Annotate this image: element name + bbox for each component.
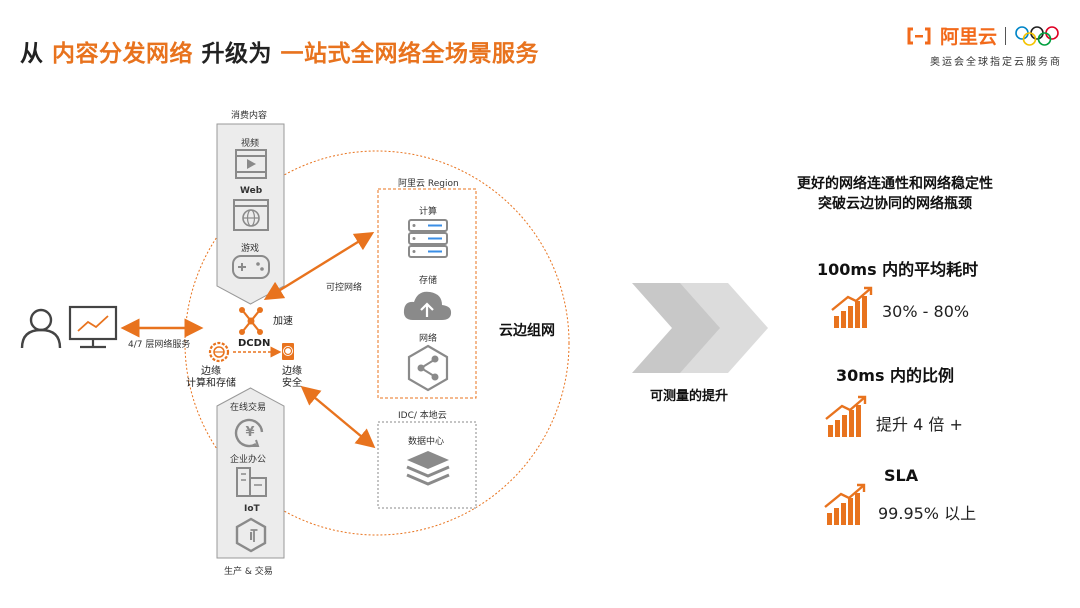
- title-highlight-2: 一站式全网络全场景服务: [280, 41, 540, 67]
- cloud-edge-label: 云边组网: [499, 323, 555, 339]
- web-label: Web: [240, 186, 263, 196]
- page-title: 从 内容分发网络 升级为 一站式全网络全场景服务: [20, 34, 539, 68]
- region-title: 阿里云 Region: [398, 179, 459, 189]
- iot-icon: I: [235, 517, 267, 553]
- aliyun-logo-icon: [907, 27, 931, 44]
- accelerate-label: 加速: [273, 316, 293, 327]
- idc-title: IDC/ 本地云: [398, 411, 447, 421]
- game-label: 游戏: [241, 244, 260, 254]
- metric-value: 30% - 80%: [882, 302, 970, 321]
- brand-divider: [1005, 26, 1006, 45]
- title-prefix: 从: [20, 41, 53, 67]
- growth-chart-icon: [831, 286, 873, 328]
- cloud-storage-icon: [403, 291, 452, 320]
- consumption-header: 消费内容: [231, 111, 268, 121]
- online-trade-label: 在线交易: [230, 403, 267, 413]
- measurable-label: 可测量的提升: [650, 389, 729, 404]
- metric-value: 99.95% 以上: [878, 504, 977, 523]
- dcdn-label: DCDN: [238, 338, 271, 349]
- idc-link-arrow: [300, 385, 376, 449]
- video-icon: [235, 149, 267, 179]
- coverage-circle: [184, 150, 570, 536]
- metric-value: 提升 4 倍 +: [876, 415, 963, 434]
- svg-text:I: I: [249, 530, 253, 543]
- web-icon: [233, 199, 269, 231]
- office-label: 企业办公: [230, 455, 267, 465]
- yen-cycle-icon: ¥: [234, 418, 264, 448]
- dcdn-hub-icon: [239, 307, 263, 335]
- controllable-network-label: 可控网络: [326, 283, 363, 293]
- edge-compute-label: 边缘 计算和存储: [186, 366, 236, 389]
- metric-label: 30ms 内的比例: [836, 366, 955, 385]
- production-footer: 生产 & 交易: [224, 567, 273, 577]
- user-link-label: 4/7 层网络服务: [128, 340, 191, 350]
- right-heading-1: 更好的网络连通性和网络稳定性: [797, 176, 993, 192]
- office-building-icon: [236, 467, 267, 497]
- metric-label: 100ms 内的平均耗时: [817, 260, 979, 279]
- title-highlight-1: 内容分发网络: [52, 41, 194, 67]
- growth-chart-icon: [825, 395, 867, 437]
- title-mid: 升级为: [193, 41, 281, 67]
- storage-label: 存储: [419, 276, 438, 286]
- monitor-icon: [68, 305, 118, 349]
- layers-datacenter-icon: [406, 451, 450, 486]
- region-link-arrow: [263, 231, 375, 301]
- brand-name: 阿里云: [939, 26, 997, 48]
- chevron-arrows-icon: [632, 283, 768, 373]
- metric-label: SLA: [884, 466, 919, 485]
- brand-subtitle: 奥运会全球指定云服务商: [930, 57, 1062, 68]
- growth-chart-icon: [824, 483, 866, 525]
- edge-security-icon: [282, 343, 294, 360]
- server-icon: [408, 219, 448, 258]
- brand-block: 阿里云 奥运会全球指定云服务商: [906, 22, 1062, 68]
- compute-label: 计算: [419, 207, 438, 217]
- network-share-icon: [407, 344, 449, 392]
- network-label: 网络: [419, 334, 438, 344]
- edge-security-label: 边缘 安全: [282, 366, 302, 389]
- iot-label: IoT: [244, 504, 260, 514]
- user-icon: [20, 308, 62, 349]
- svg-text:¥: ¥: [245, 425, 254, 440]
- datacenter-label: 数据中心: [408, 437, 445, 447]
- olympic-rings-icon: [1015, 25, 1059, 46]
- video-label: 视频: [241, 139, 260, 149]
- right-heading-2: 突破云边协同的网络瓶颈: [818, 196, 972, 212]
- edge-compute-icon: [208, 341, 230, 363]
